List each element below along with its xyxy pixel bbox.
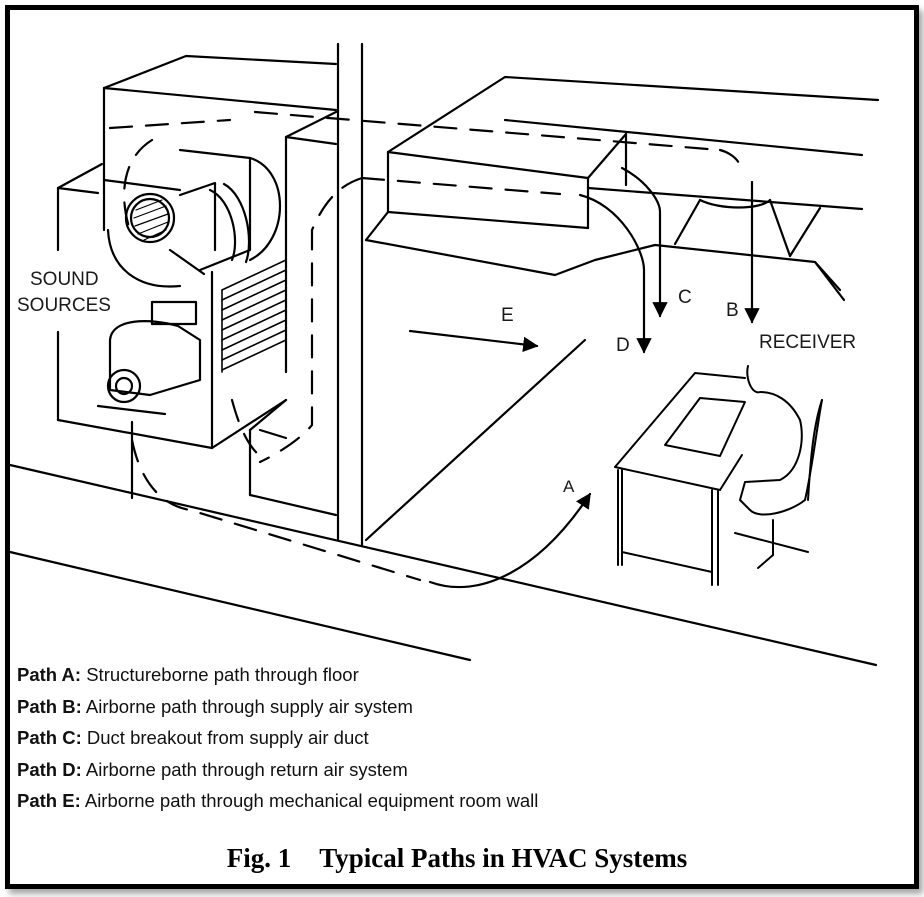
receiver-label: RECEIVER <box>759 332 857 353</box>
air-handling-unit <box>56 54 338 517</box>
legend-text: Airborne path through return air system <box>85 758 408 780</box>
figure-number: Fig. 1 <box>226 843 292 873</box>
legend-text: Airborne path through supply air system <box>85 695 413 717</box>
legend-key: Path E: <box>17 790 81 811</box>
path-b-label: B <box>726 300 739 321</box>
equipment-room-wall <box>336 42 587 547</box>
legend-item: Path D: Airborne path through return air… <box>17 759 538 791</box>
path-e-arrow <box>408 329 539 353</box>
path-d-arrow <box>578 193 652 354</box>
supply-duct <box>364 75 880 302</box>
motor <box>96 300 202 500</box>
legend-text: Airborne path through mechanical equipme… <box>84 790 539 811</box>
path-e-label: E <box>501 305 514 326</box>
legend-key: Path D: <box>17 758 82 780</box>
legend-item: Path B: Airborne path through supply air… <box>17 696 538 728</box>
dashed-paths <box>108 110 742 582</box>
legend-key: Path B: <box>17 695 82 717</box>
legend-text: Structureborne path through floor <box>86 664 359 685</box>
legend-item: Path A: Structureborne path through floo… <box>17 664 538 696</box>
sound-sources-label-line2: SOURCES <box>17 295 111 316</box>
figure-frame <box>5 5 919 889</box>
legend-item: Path C: Duct breakout from supply air du… <box>17 727 538 759</box>
path-d-label: D <box>616 335 630 356</box>
path-arrows <box>408 166 760 589</box>
sound-sources-label-line1: SOUND <box>30 269 99 290</box>
legend-text: Duct breakout from supply air duct <box>86 727 369 748</box>
path-c-label: C <box>678 287 692 308</box>
path-c-arrow <box>620 166 668 318</box>
floor-slab <box>8 463 878 667</box>
legend-key: Path A: <box>17 664 82 685</box>
path-a-label: A <box>563 477 575 496</box>
figure-caption: Fig. 1 Typical Paths in HVAC Systems <box>0 843 914 874</box>
path-legend: Path A: Structureborne path through floo… <box>17 664 538 822</box>
path-a-arrow <box>428 492 592 589</box>
figure-title: Typical Paths in HVAC Systems <box>319 843 688 873</box>
receiver-figure <box>614 365 823 586</box>
legend-key: Path C: <box>17 727 82 748</box>
legend-item: Path E: Airborne path through mechanical… <box>17 790 538 822</box>
